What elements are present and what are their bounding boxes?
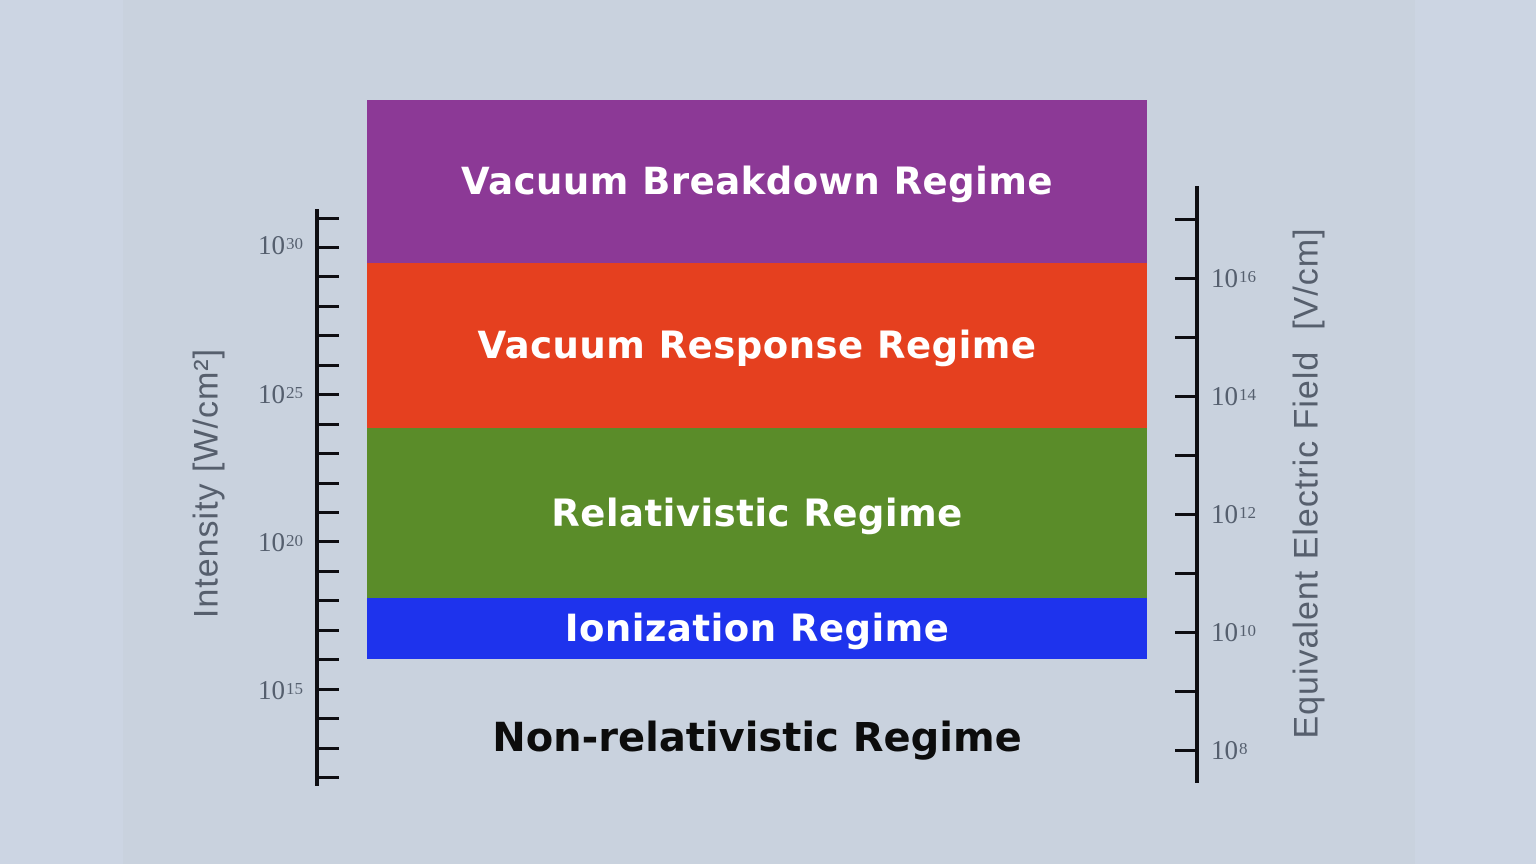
right-axis-tick	[1175, 335, 1195, 339]
right-axis-tick	[1175, 453, 1195, 457]
left-axis-tick	[319, 363, 339, 367]
slide-margin-left	[0, 0, 123, 864]
right-axis-line	[1195, 186, 1199, 783]
right-axis-tick	[1175, 748, 1195, 752]
left-axis-tick	[319, 746, 339, 750]
left-axis-tick	[319, 628, 339, 632]
left-axis-tick	[319, 275, 339, 279]
slide-margin-right	[1415, 0, 1536, 864]
left-axis-title: Intensity [W/cm²]	[187, 347, 226, 619]
left-axis-tick	[319, 304, 339, 308]
left-axis-tick	[319, 393, 339, 397]
left-axis-tick	[319, 658, 339, 662]
right-axis-tick	[1175, 512, 1195, 516]
band-ionization-regime: Ionization Regime	[367, 598, 1147, 659]
right-axis-tick	[1175, 571, 1195, 575]
right-axis-tick	[1175, 689, 1195, 693]
non-relativistic-regime-label: Non-relativistic Regime	[492, 715, 1022, 761]
band-label: Vacuum Response Regime	[477, 324, 1037, 367]
left-axis-tick	[319, 776, 339, 780]
left-axis-tick	[319, 599, 339, 603]
band-vacuum-response-regime: Vacuum Response Regime	[367, 263, 1147, 428]
band-relativistic-regime: Relativistic Regime	[367, 428, 1147, 598]
left-axis-tick	[319, 687, 339, 691]
left-axis-tick	[319, 334, 339, 338]
left-axis-tick	[319, 717, 339, 721]
band-label: Relativistic Regime	[551, 491, 963, 535]
left-axis-tick	[319, 452, 339, 456]
right-axis-tick	[1175, 394, 1195, 398]
band-label: Ionization Regime	[564, 607, 950, 650]
left-axis-tick	[319, 422, 339, 426]
band-label: Vacuum Breakdown Regime	[461, 160, 1053, 203]
left-axis-tick	[319, 481, 339, 485]
left-axis-tick	[319, 511, 339, 514]
left-axis-tick	[319, 216, 339, 220]
left-axis-tick	[319, 245, 339, 249]
right-axis-tick	[1175, 630, 1195, 634]
left-axis-tick	[319, 540, 339, 544]
left-axis-tick	[319, 569, 339, 573]
left-axis-line	[315, 209, 319, 786]
band-vacuum-breakdown-regime: Vacuum Breakdown Regime	[367, 100, 1147, 263]
right-axis-title: Equivalent Electric Field [V/cm]	[1287, 227, 1326, 739]
right-axis-tick	[1175, 217, 1195, 221]
right-axis-tick	[1175, 276, 1195, 280]
